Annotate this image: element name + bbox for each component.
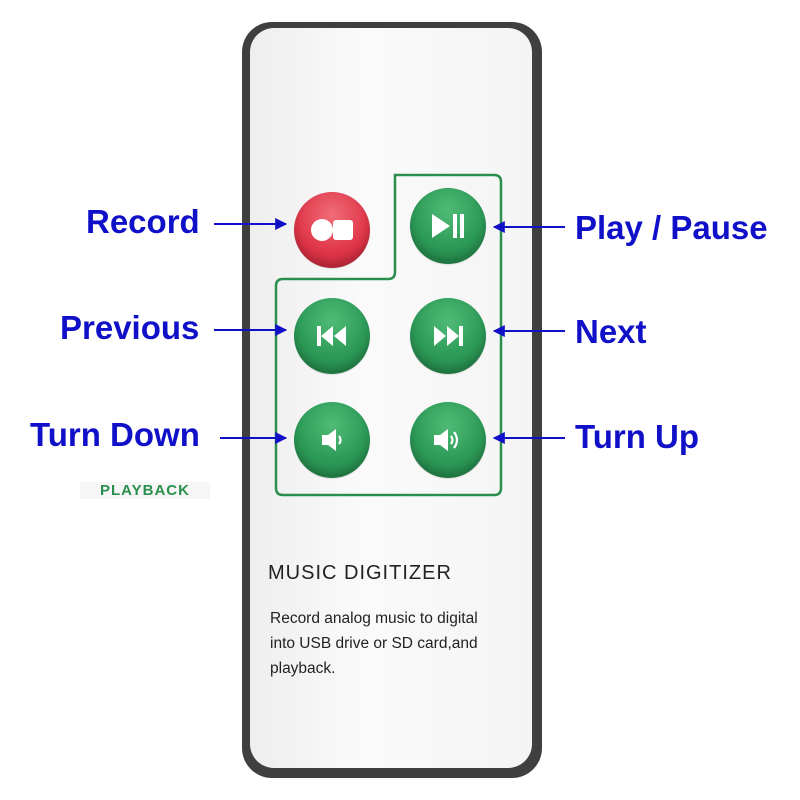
play-pause-label: Play / Pause (575, 209, 768, 246)
description-line: into USB drive or SD card,and (270, 635, 478, 652)
turn-down-label: Turn Down (30, 416, 200, 453)
play-pause-button[interactable] (410, 188, 486, 264)
previous-icon (317, 326, 346, 346)
previous-button[interactable] (294, 298, 370, 374)
record-icon (311, 219, 353, 241)
device-title: MUSIC DIGITIZER (268, 562, 452, 584)
playback-label: PLAYBACK (80, 482, 210, 499)
remote-control-body (242, 22, 542, 778)
next-label: Next (575, 313, 647, 350)
record-button[interactable] (294, 192, 370, 268)
next-icon (434, 326, 463, 346)
description-line: playback. (270, 660, 336, 677)
volume-up-button[interactable] (410, 402, 486, 478)
description-line: Record analog music to digital (270, 610, 478, 627)
play-pause-icon (432, 214, 464, 238)
turn-up-label: Turn Up (575, 418, 700, 455)
volume-down-button[interactable] (294, 402, 370, 478)
device-description: Record analog music to digital into USB … (270, 606, 538, 681)
remote-face (250, 28, 532, 768)
volume-up-icon (434, 429, 459, 451)
record-label: Record (86, 203, 200, 240)
next-button[interactable] (410, 298, 486, 374)
previous-label: Previous (60, 309, 200, 346)
volume-down-icon (322, 429, 342, 451)
